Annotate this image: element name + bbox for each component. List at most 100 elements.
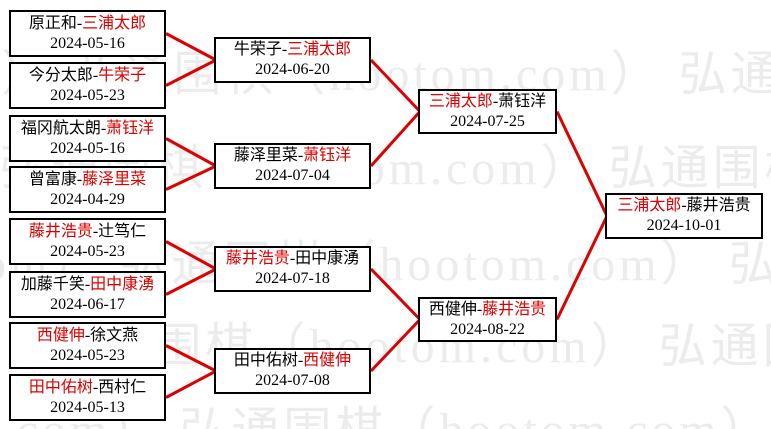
player1-name: 田中佑树 (28, 378, 93, 396)
matchup-names: 西健伸-徐文燕 (37, 326, 138, 346)
match-date: 2024-05-13 (50, 398, 125, 416)
match-box: 三浦太郎-藤井浩贵 2024-10-01 (605, 193, 763, 239)
player1-name: 藤井浩贵 (28, 222, 93, 240)
match-date: 2024-05-16 (50, 34, 125, 52)
matchup-names: 藤井浩贵-辻笃仁 (29, 222, 146, 242)
match-date: 2024-07-25 (450, 112, 525, 130)
player1-name: 田中佑树 (233, 352, 298, 369)
match-date: 2024-07-08 (255, 372, 330, 389)
player2-name: 西健伸 (303, 352, 352, 369)
match-box: 西健伸-徐文燕 2024-05-23 (9, 322, 166, 369)
name-separator: - (92, 222, 99, 240)
name-separator: - (297, 352, 304, 369)
player1-name: 曾富康 (28, 170, 77, 188)
player1-name: 西健伸 (36, 326, 85, 344)
name-separator: - (92, 66, 99, 84)
connector-line (555, 215, 609, 321)
matchup-names: 藤泽里菜-萧钰洋 (234, 146, 351, 166)
player2-name: 田中康湧 (90, 275, 155, 293)
player1-name: 西健伸 (428, 300, 477, 318)
player2-name: 萧钰洋 (106, 119, 155, 137)
match-box: 西健伸-藤井浩贵 2024-08-22 (418, 297, 557, 342)
player2-name: 西村仁 (98, 378, 147, 396)
match-date: 2024-05-16 (50, 139, 125, 157)
matchup-names: 三浦太郎-萧钰洋 (429, 92, 546, 112)
player2-name: 萧钰洋 (303, 147, 352, 164)
name-separator: - (492, 92, 499, 110)
player1-name: 原正和 (28, 14, 77, 32)
name-separator: - (297, 147, 304, 164)
match-box: 今分太郎-牛荣子 2024-05-23 (9, 62, 166, 109)
match-box: 曾富康-藤泽里菜 2024-04-29 (9, 166, 166, 213)
match-date: 2024-06-20 (255, 61, 330, 78)
connector-line (369, 58, 422, 113)
name-separator: - (476, 300, 483, 318)
match-date: 2024-05-23 (50, 86, 125, 104)
match-box: 原正和-三浦太郎 2024-05-16 (9, 10, 166, 57)
player1-name: 三浦太郎 (428, 92, 493, 110)
name-separator: - (92, 378, 99, 396)
name-separator: - (281, 41, 288, 58)
player2-name: 藤井浩贵 (482, 300, 547, 318)
match-box: 三浦太郎-萧钰洋 2024-07-25 (418, 89, 557, 134)
connector-line (369, 110, 422, 168)
name-separator: - (76, 14, 83, 32)
matchup-names: 西健伸-藤井浩贵 (429, 300, 546, 320)
name-separator: - (84, 275, 91, 293)
connector-line (369, 267, 422, 321)
match-box: 藤泽里菜-萧钰洋 2024-07-04 (214, 143, 371, 189)
connector-line (165, 58, 217, 87)
player2-name: 牛荣子 (98, 66, 147, 84)
player1-name: 藤泽里菜 (233, 147, 298, 164)
name-separator: - (76, 170, 83, 188)
player1-name: 加藤千笑 (20, 275, 85, 293)
matchup-names: 三浦太郎-藤井浩贵 (617, 196, 750, 216)
player1-name: 今分太郎 (28, 66, 93, 84)
matchup-names: 曾富康-藤泽里菜 (29, 170, 146, 190)
connector-line (165, 344, 217, 373)
connector-line (165, 369, 217, 399)
match-date: 2024-08-22 (450, 320, 525, 338)
match-box: 藤井浩贵-辻笃仁 2024-05-23 (9, 218, 166, 265)
player1-name: 三浦太郎 (617, 197, 682, 214)
match-box: 藤井浩贵-田中康湧 2024-07-18 (214, 246, 371, 292)
match-date: 2024-07-04 (255, 167, 330, 184)
connector-line (165, 267, 217, 296)
name-separator: - (100, 119, 107, 137)
player2-name: 三浦太郎 (287, 41, 352, 58)
match-box: 福冈航太朗-萧钰洋 2024-05-16 (9, 115, 166, 162)
connector-line (165, 240, 217, 271)
matchup-names: 牛荣子-三浦太郎 (234, 40, 351, 60)
matchup-names: 田中佑树-西村仁 (29, 378, 146, 398)
matchup-names: 福冈航太朗-萧钰洋 (21, 119, 154, 139)
matchup-names: 藤井浩贵-田中康湧 (226, 249, 359, 269)
name-separator: - (289, 250, 296, 267)
connector-line (555, 110, 609, 217)
match-date: 2024-10-01 (646, 217, 722, 234)
player2-name: 徐文燕 (90, 326, 139, 344)
name-separator: - (84, 326, 91, 344)
match-box: 田中佑树-西健伸 2024-07-08 (214, 348, 371, 394)
matchup-names: 加藤千笑-田中康湧 (21, 275, 154, 295)
player2-name: 三浦太郎 (82, 14, 147, 32)
connector-line (165, 164, 217, 191)
matchup-names: 田中佑树-西健伸 (234, 351, 351, 371)
connector-line (165, 137, 217, 168)
player1-name: 藤井浩贵 (225, 250, 290, 267)
name-separator: - (681, 197, 687, 214)
player2-name: 辻笃仁 (98, 222, 147, 240)
player1-name: 牛荣子 (233, 41, 282, 58)
player2-name: 田中康湧 (295, 250, 360, 267)
connector-line (369, 318, 422, 373)
player2-name: 藤泽里菜 (82, 170, 147, 188)
player1-name: 福冈航太朗 (20, 119, 101, 137)
matchup-names: 原正和-三浦太郎 (29, 14, 146, 34)
match-date: 2024-04-29 (50, 190, 125, 208)
matchup-names: 今分太郎-牛荣子 (29, 66, 146, 86)
match-box: 田中佑树-西村仁 2024-05-13 (9, 374, 166, 421)
connector-line (165, 32, 217, 62)
match-date: 2024-07-18 (255, 270, 330, 287)
match-date: 2024-06-17 (50, 295, 125, 313)
